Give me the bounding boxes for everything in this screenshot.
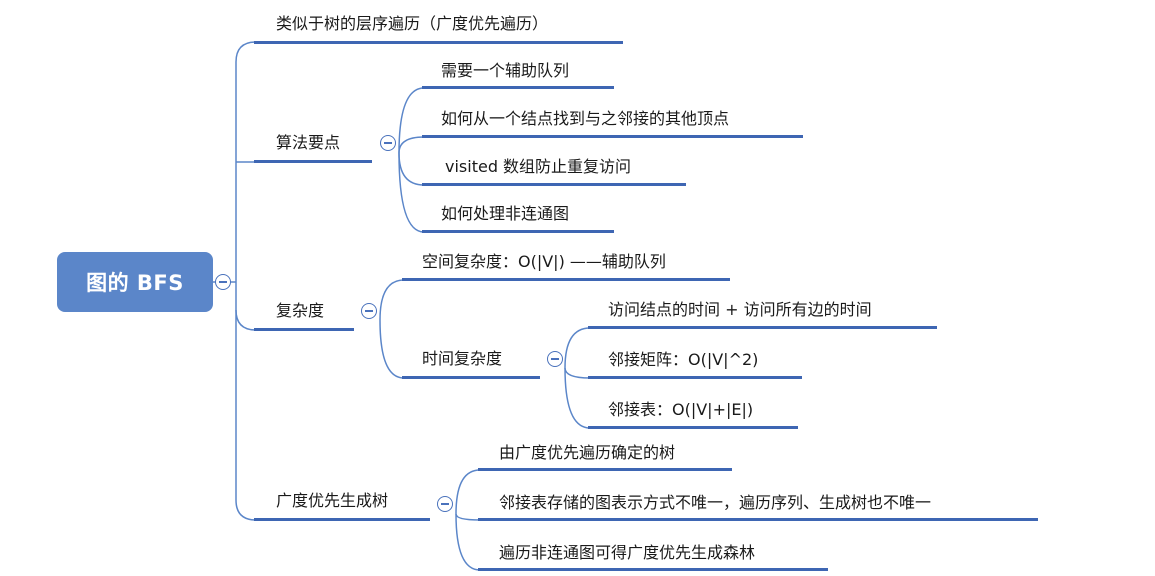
algo-item-4-underline bbox=[422, 230, 614, 233]
time-item-3[interactable]: 邻接表：O(|V|+|E|) bbox=[608, 400, 754, 419]
algo-item-3-underline bbox=[422, 183, 686, 186]
tree-item-1[interactable]: 由广度优先遍历确定的树 bbox=[499, 443, 676, 462]
complexity-space-underline bbox=[402, 278, 730, 281]
root-label: 图的 BFS bbox=[86, 271, 184, 295]
complexity-time-underline bbox=[402, 376, 540, 379]
tree-item-2[interactable]: 邻接表存储的图表示方式不唯一，遍历序列、生成树也不唯一 bbox=[499, 493, 932, 512]
complexity-time[interactable]: 时间复杂度 bbox=[422, 349, 503, 368]
complexity-space[interactable]: 空间复杂度：O(|V|) ——辅助队列 bbox=[422, 252, 666, 271]
tree-item-3-underline bbox=[478, 568, 828, 571]
branch-tree-underline bbox=[254, 518, 430, 521]
time-item-1[interactable]: 访问结点的时间 + 访问所有边的时间 bbox=[608, 300, 872, 319]
time-item-2-underline bbox=[588, 376, 802, 379]
algo-item-4[interactable]: 如何处理非连通图 bbox=[441, 204, 570, 223]
branch-desc[interactable]: 类似于树的层序遍历（广度优先遍历） bbox=[276, 14, 549, 33]
collapse-algo-icon[interactable] bbox=[380, 135, 396, 151]
branch-algo-underline bbox=[254, 160, 372, 163]
branch-complexity[interactable]: 复杂度 bbox=[276, 301, 325, 320]
branch-algo[interactable]: 算法要点 bbox=[276, 133, 341, 152]
collapse-root-icon[interactable] bbox=[215, 274, 231, 290]
branch-desc-underline bbox=[254, 41, 623, 44]
root-node[interactable]: 图的 BFS bbox=[57, 252, 213, 312]
algo-item-1[interactable]: 需要一个辅助队列 bbox=[441, 61, 570, 80]
branch-complexity-underline bbox=[254, 328, 354, 331]
tree-item-2-underline bbox=[478, 518, 1038, 521]
collapse-complexity-icon[interactable] bbox=[361, 303, 377, 319]
algo-item-2[interactable]: 如何从一个结点找到与之邻接的其他顶点 bbox=[441, 109, 730, 128]
algo-item-3[interactable]: visited 数组防止重复访问 bbox=[445, 157, 632, 176]
time-item-3-underline bbox=[588, 426, 798, 429]
algo-item-1-underline bbox=[422, 86, 614, 89]
time-item-2[interactable]: 邻接矩阵：O(|V|^2) bbox=[608, 350, 759, 369]
algo-item-2-underline bbox=[422, 135, 803, 138]
branch-tree[interactable]: 广度优先生成树 bbox=[276, 491, 389, 510]
time-item-1-underline bbox=[588, 326, 937, 329]
collapse-time-icon[interactable] bbox=[547, 351, 563, 367]
tree-item-1-underline bbox=[478, 468, 732, 471]
tree-item-3[interactable]: 遍历非连通图可得广度优先生成森林 bbox=[499, 543, 756, 562]
collapse-tree-icon[interactable] bbox=[437, 496, 453, 512]
